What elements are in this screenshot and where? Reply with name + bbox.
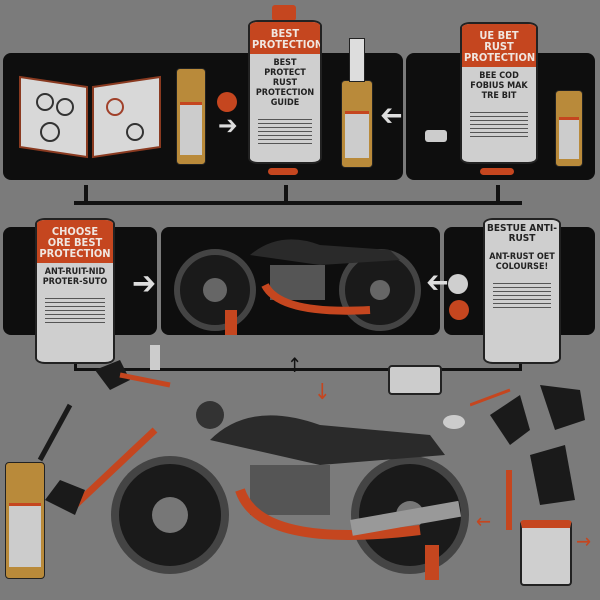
spray-bottle-icon [555, 90, 583, 167]
product-can: UE BET RUST PROTECTION BEE COD FOBIUS MA… [460, 22, 538, 164]
connector-line [74, 201, 522, 205]
connector-line [284, 185, 288, 203]
can-title: BESTUE ANTI-RUST [485, 220, 559, 248]
connector-line [84, 185, 88, 203]
can-subtitle: BEST PROTECT RUST PROTECTION GUIDE [255, 58, 315, 108]
can-cap [272, 5, 296, 21]
screwdriver-icon [506, 470, 512, 530]
can-subtitle: BEE COD FOBIUS MAK TRE BIT [470, 71, 528, 101]
product-can: CHOOSE ORE BEST PROTECTION ANT-RUIT-NID … [35, 218, 115, 364]
brush-icon [37, 403, 158, 515]
paint-can-icon [520, 520, 572, 586]
step-tag [480, 168, 514, 175]
arrow-right-icon: ➔ [132, 264, 157, 302]
arrow-right-icon: ➔ [218, 111, 238, 141]
book-icon [19, 75, 161, 159]
motorcycle-icon [111, 401, 469, 580]
glove-icon [470, 385, 585, 505]
gear-icon [217, 92, 237, 112]
connector-line [74, 368, 522, 371]
product-can: BEST PROTECTION BEST PROTECT RUST PROTEC… [248, 20, 322, 164]
arrow-down-icon: ↓ [314, 380, 331, 405]
hammer-icon [95, 345, 171, 390]
arrow-left-icon: ➔ [426, 265, 449, 300]
spray-bottle-icon [341, 80, 373, 168]
sponge-icon [443, 415, 465, 429]
arrow-up-icon: ↑ [287, 353, 303, 377]
product-can: BESTUE ANTI-RUST ANT-RUST OET COLOURSE! [483, 218, 561, 364]
soap-icon [425, 130, 447, 142]
arrow-left-icon: ➔ [380, 98, 403, 133]
badge-icon [449, 300, 469, 320]
step-tag [268, 168, 298, 175]
spray-nozzle [349, 38, 365, 82]
tray-icon [388, 365, 442, 395]
connector-line [496, 185, 500, 203]
arrow-left-icon: ← [476, 509, 492, 533]
can-subtitle: ANT-RUST OET COLOURSE! [489, 252, 555, 272]
can-subtitle: ANT-RUIT-NID PROTER-SUTO [42, 267, 108, 287]
badge-icon [448, 274, 468, 294]
can-title: CHOOSE ORE BEST PROTECTION [37, 220, 113, 263]
arrow-right-icon: → [576, 529, 592, 553]
can-title: BEST PROTECTION [250, 22, 320, 54]
can-title: UE BET RUST PROTECTION [462, 24, 536, 67]
motorcycle-icon [174, 239, 421, 335]
oil-bottle-icon [5, 462, 45, 579]
bottle-icon [176, 68, 206, 165]
